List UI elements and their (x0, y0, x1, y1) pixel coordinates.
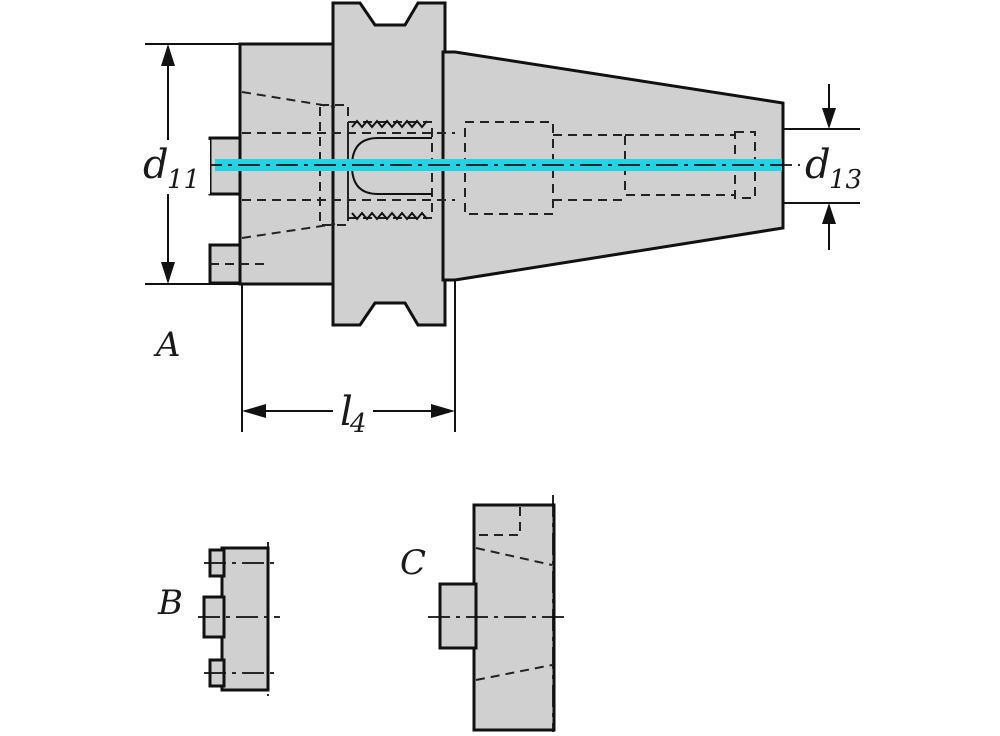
hidden-taper-upper (241, 91, 336, 108)
d11-arrow-bottom (161, 262, 175, 284)
thread-marks-upper (351, 119, 428, 129)
d13-arrow-bottom (822, 203, 836, 224)
thread-marks-lower (351, 211, 428, 221)
hidden-bore-taper (553, 134, 625, 201)
variant-b-body (220, 546, 270, 692)
variant-c-view (428, 495, 568, 732)
hidden-bore-lines (242, 132, 455, 201)
view-label-c: C (400, 543, 426, 583)
dimension-d11: d 11 (140, 43, 240, 285)
view-label-a: A (153, 325, 181, 365)
variant-c-drive-key (438, 582, 478, 650)
dimension-l4: l 4 (241, 280, 456, 439)
dimension-d13: d 13 (783, 84, 866, 250)
d13-arrow-top (822, 108, 836, 129)
d13-label-backing (800, 140, 866, 192)
variant-c-hidden-taper-upper (475, 547, 553, 566)
view-label-b: B (157, 583, 183, 623)
d11-label-backing (140, 140, 210, 194)
d11-arrow-top (161, 44, 175, 66)
l4-arrow-left (242, 404, 266, 418)
d11-label: d (143, 142, 169, 188)
l4-label-backing (333, 392, 373, 434)
variant-c-hidden-taper-lower (475, 664, 553, 681)
variant-b-view (198, 542, 280, 696)
d11-subscript: 11 (167, 165, 200, 195)
d13-subscript: 13 (829, 165, 862, 195)
hidden-taper-lower (241, 223, 336, 239)
l4-label: l (340, 389, 353, 435)
main-holder-view (200, 1, 800, 327)
d13-label: d (805, 142, 831, 188)
l4-arrow-right (431, 404, 455, 418)
l4-subscript: 4 (349, 409, 367, 439)
